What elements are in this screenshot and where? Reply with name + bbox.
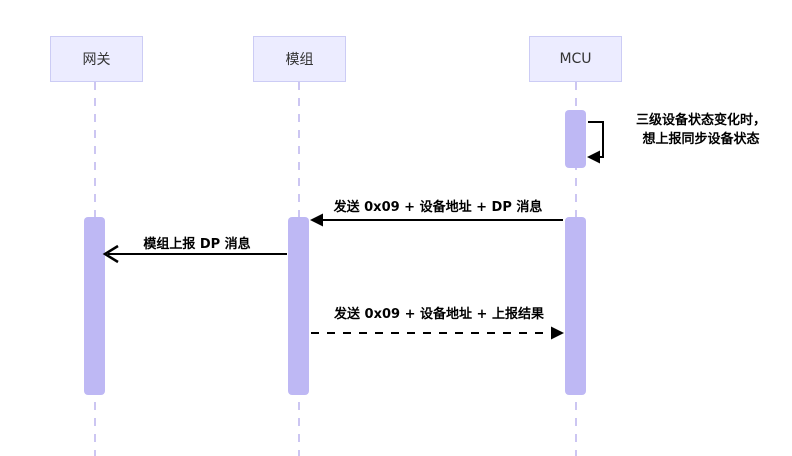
activation-mcu-main — [565, 217, 586, 395]
message-arrow-send-dp — [310, 213, 563, 227]
activation-mcu-self — [565, 110, 586, 168]
filled-arrowhead-icon — [551, 326, 564, 340]
actor-module-label: 模组 — [285, 52, 314, 68]
actor-mcu-label: MCU — [559, 51, 592, 67]
self-message-line2: 想上报同步设备状态 — [642, 132, 760, 147]
self-loop-arrowhead-icon — [587, 150, 600, 164]
filled-arrowhead-icon — [310, 213, 323, 227]
actor-mcu: MCU — [529, 36, 622, 82]
self-loop-arrow — [587, 121, 604, 164]
self-message-line1: 三级设备状态变化时， — [635, 113, 766, 128]
message-label-send-dp: 发送 0x09 + 设备地址 + DP 消息 — [333, 200, 543, 215]
actor-gateway: 网关 — [50, 36, 143, 82]
self-message-label: 三级设备状态变化时， 想上报同步设备状态 — [612, 111, 790, 149]
activation-module — [288, 217, 309, 395]
actor-gateway-label: 网关 — [82, 52, 111, 68]
message-label-report-dp: 模组上报 DP 消息 — [143, 237, 251, 252]
message-label-report-result: 发送 0x09 + 设备地址 + 上报结果 — [334, 307, 544, 322]
message-arrow-report-result — [311, 326, 564, 340]
activation-gateway — [84, 217, 105, 395]
open-arrowhead-icon — [102, 244, 119, 264]
actor-module: 模组 — [253, 36, 346, 82]
